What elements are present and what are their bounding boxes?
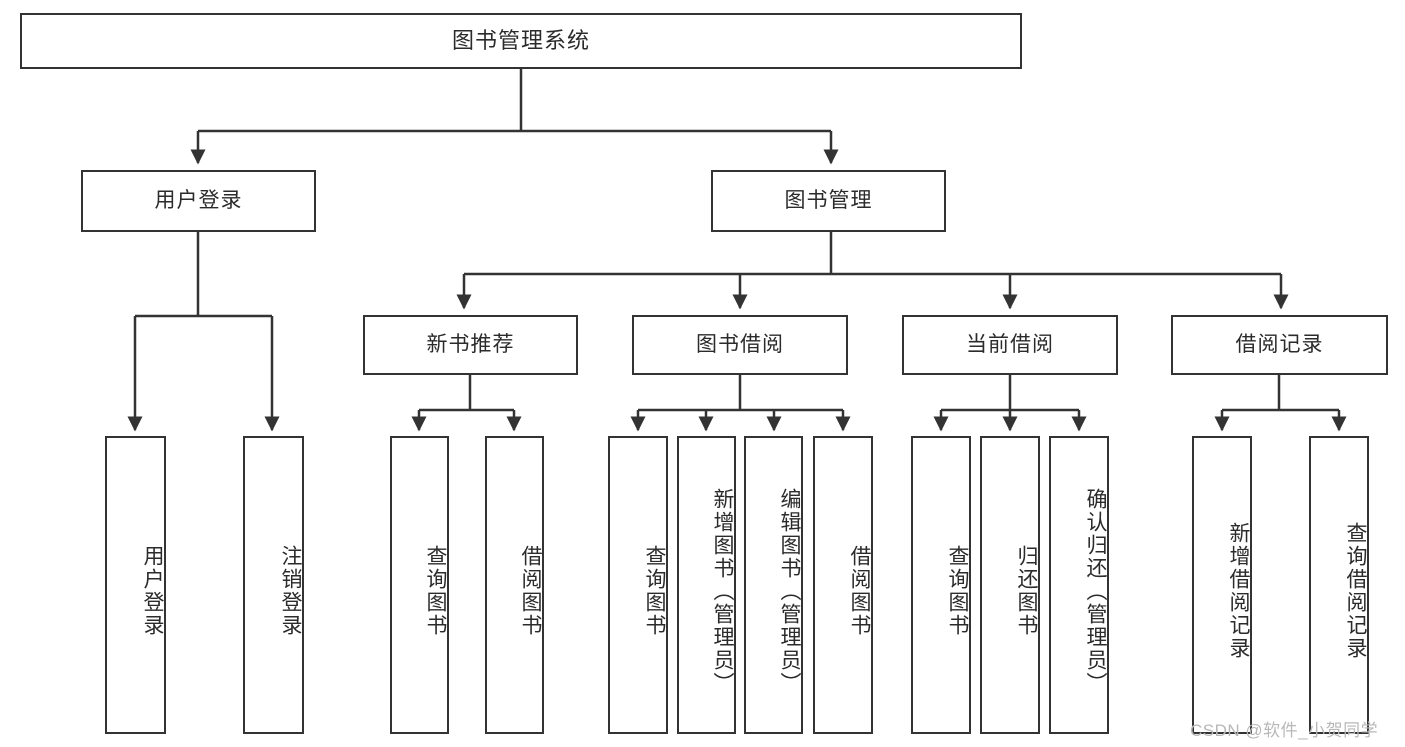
leaf-add-borrow-record[interactable]: 新增借阅记录 — [1192, 436, 1252, 734]
node-label: 确认归还（管理员） — [1084, 487, 1107, 695]
node-label: 查询图书 — [946, 545, 969, 637]
leaf-confirm-return-admin[interactable]: 确认归还（管理员） — [1049, 436, 1109, 734]
node-label: 用户登录 — [154, 189, 243, 213]
leaf-return-books[interactable]: 归还图书 — [980, 436, 1040, 734]
node-current-borrow[interactable]: 当前借阅 — [902, 315, 1118, 375]
leaf-borrow-books[interactable]: 借阅图书 — [813, 436, 873, 734]
leaf-add-book-admin[interactable]: 新增图书（管理员） — [677, 436, 736, 734]
node-new-book-recommend[interactable]: 新书推荐 — [363, 315, 578, 375]
node-book-management[interactable]: 图书管理 — [711, 170, 946, 232]
node-label: 编辑图书（管理员） — [778, 487, 801, 695]
leaf-query-books-current[interactable]: 查询图书 — [911, 436, 971, 734]
leaf-edit-book-admin[interactable]: 编辑图书（管理员） — [744, 436, 803, 734]
node-label: 新书推荐 — [426, 333, 515, 357]
csdn-watermark: CSDN @软件_小贺同学 — [1190, 721, 1379, 740]
leaf-query-books-recommend[interactable]: 查询图书 — [390, 436, 449, 734]
leaf-logout[interactable]: 注销登录 — [243, 436, 304, 734]
node-label: 查询借阅记录 — [1344, 522, 1367, 660]
leaf-query-borrow-record[interactable]: 查询借阅记录 — [1309, 436, 1369, 734]
node-book-borrow[interactable]: 图书借阅 — [632, 315, 848, 375]
node-label: 图书借阅 — [696, 333, 784, 357]
node-borrow-records[interactable]: 借阅记录 — [1171, 315, 1388, 375]
node-label: 图书管理系统 — [451, 27, 590, 53]
node-label: 新增图书（管理员） — [711, 487, 734, 695]
leaf-query-books-borrow[interactable]: 查询图书 — [608, 436, 668, 734]
leaf-borrow-books-recommend[interactable]: 借阅图书 — [485, 436, 544, 734]
node-label: 新增借阅记录 — [1227, 522, 1250, 660]
node-label: 归还图书 — [1015, 545, 1038, 637]
node-label: 图书管理 — [784, 189, 873, 213]
node-label: 注销登录 — [279, 545, 302, 637]
node-label: 查询图书 — [424, 545, 447, 637]
node-label: 查询图书 — [643, 545, 666, 637]
node-label: 当前借阅 — [966, 333, 1054, 357]
node-root-system[interactable]: 图书管理系统 — [20, 13, 1022, 69]
node-label: 用户登录 — [141, 545, 164, 637]
node-label: 借阅图书 — [519, 545, 542, 637]
node-label: 借阅图书 — [848, 545, 871, 637]
leaf-user-login[interactable]: 用户登录 — [105, 436, 166, 734]
node-label: 借阅记录 — [1235, 333, 1324, 357]
node-user-login[interactable]: 用户登录 — [81, 170, 316, 232]
